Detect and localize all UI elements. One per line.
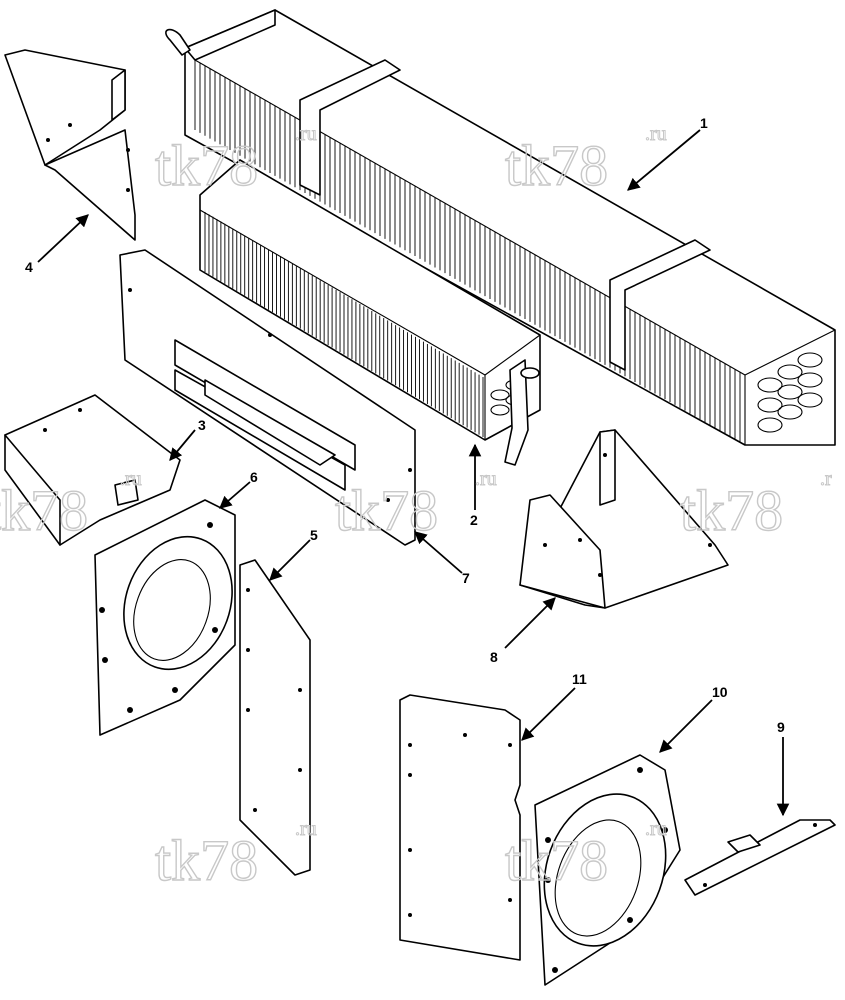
watermark-suffix: .ru [295, 123, 317, 145]
callout-5: 5 [310, 527, 318, 543]
bracket-4 [4, 49, 136, 241]
callout-3: 3 [198, 417, 206, 433]
callout-10: 10 [712, 684, 728, 700]
side-plate-11 [399, 694, 521, 961]
watermarks: tk78 .ru tk78 .ru tk78 .ru tk78 .ru tk78… [0, 123, 833, 894]
watermark-suffix: .ru [295, 818, 317, 840]
watermark-suffix: .ru [475, 468, 497, 490]
watermark-suffix-partial: .r [820, 468, 832, 490]
watermark-suffix: .ru [120, 468, 142, 490]
callout-4: 4 [25, 259, 33, 275]
watermark-main: tk78 [680, 478, 783, 543]
leader-lines [37, 129, 790, 817]
watermark-main: tk78 [505, 828, 608, 893]
watermark-main: tk78 [155, 828, 258, 893]
callout-labels: 1 2 3 4 5 6 7 8 9 10 11 [25, 115, 785, 735]
orifice-plate-10 [534, 754, 681, 986]
watermark-suffix: .ru [645, 123, 667, 145]
watermark-main: tk78 [155, 133, 258, 198]
callout-2: 2 [470, 512, 478, 528]
coil-large [165, 9, 836, 446]
coil-large-fins [194, 60, 746, 445]
watermark-main: tk78 [335, 478, 438, 543]
tray-3 [4, 394, 181, 546]
callout-9: 9 [777, 719, 785, 735]
plate-5 [239, 559, 311, 876]
callout-1: 1 [700, 115, 708, 131]
callout-8: 8 [490, 649, 498, 665]
coil-large-return-bends [757, 352, 823, 433]
callout-7: 7 [462, 570, 470, 586]
bracket-8 [519, 429, 729, 609]
orifice-plate-6 [94, 499, 236, 736]
watermark-suffix: .ru [645, 818, 667, 840]
callout-11: 11 [572, 671, 587, 687]
callout-6: 6 [250, 469, 258, 485]
panel-7 [119, 249, 416, 546]
bracket-9 [684, 819, 836, 896]
watermark-main: tk78 [505, 133, 608, 198]
watermark-main: tk78 [0, 478, 88, 543]
coil-small [199, 159, 541, 466]
coil-small-fins [204, 212, 484, 437]
